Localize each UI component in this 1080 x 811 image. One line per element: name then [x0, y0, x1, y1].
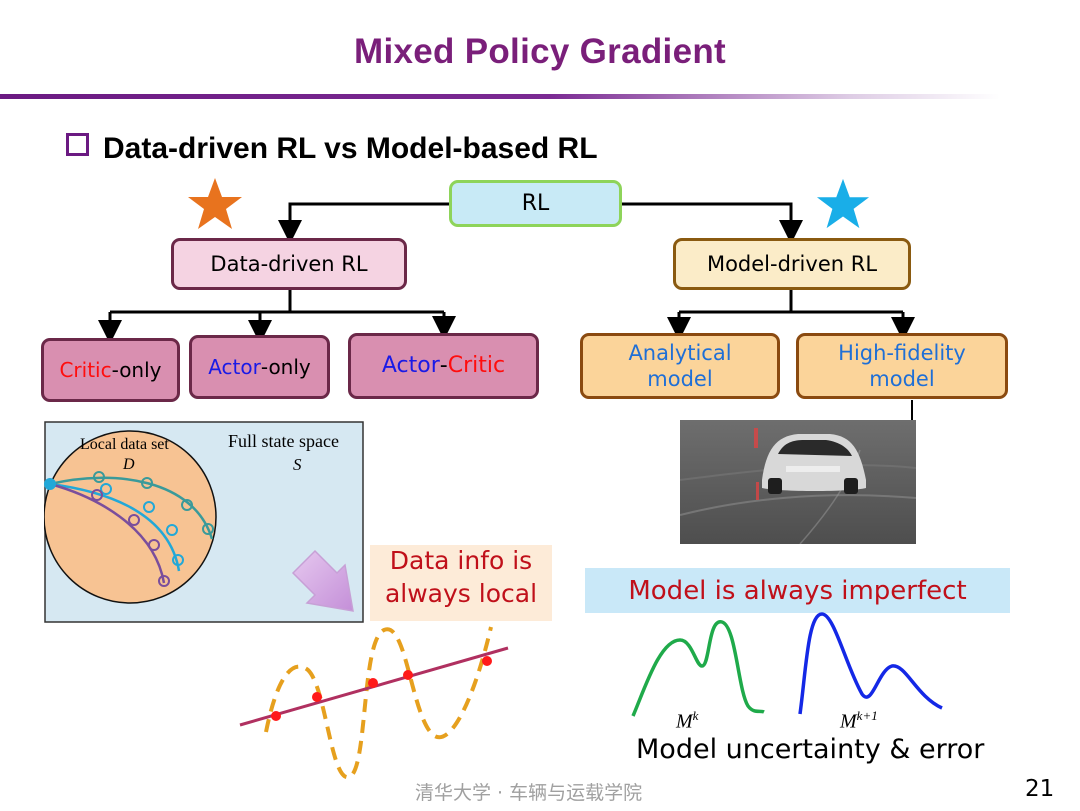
- rl-root-label: RL: [521, 190, 550, 216]
- model-k1-label: Mk+1: [840, 708, 878, 734]
- model-driven-rl-label: Model-driven RL: [706, 251, 878, 276]
- model-driven-rl-node: Model-driven RL: [673, 238, 911, 290]
- star-icon: [816, 178, 870, 229]
- data-info-line2: always local: [384, 578, 538, 608]
- actor-critic-node: Actor-Critic: [348, 333, 539, 399]
- model-k-base: M: [676, 710, 693, 733]
- only-word: -only: [260, 354, 311, 379]
- uncertainty-caption: Model uncertainty & error: [636, 734, 985, 765]
- model-k-label: Mk: [676, 708, 698, 734]
- high-fidelity-line1: High-fidelity: [838, 340, 966, 365]
- section-heading: Data-driven RL vs Model-based RL: [66, 132, 598, 166]
- section-heading-text: Data-driven RL vs Model-based RL: [103, 132, 598, 165]
- rl-root-node: RL: [449, 180, 622, 227]
- checkbox-bullet-icon: [66, 133, 89, 156]
- model-k1-superscript: k+1: [856, 708, 878, 723]
- critic-word: Critic: [59, 357, 112, 382]
- test-vehicle-image: [680, 420, 916, 544]
- arrow-down-right-icon: [291, 549, 354, 612]
- actor-word: Actor: [208, 354, 261, 379]
- actor-word: Actor: [381, 353, 440, 379]
- model-distribution-curves: [631, 612, 943, 717]
- footer-institution: 清华大学 · 车辆与运载学院: [415, 782, 643, 804]
- critic-only-node: Critic-only: [41, 338, 180, 402]
- title-rule: [0, 94, 1000, 99]
- model-imperfect-caption: Model is always imperfect: [585, 568, 1010, 613]
- analytical-line2: model: [647, 367, 713, 391]
- full-state-label: Full state space: [228, 431, 339, 451]
- analytical-line1: Analytical: [628, 340, 732, 365]
- state-space-diagram: [44, 421, 364, 623]
- full-state-symbol: S: [293, 455, 302, 474]
- data-driven-rl-label: Data-driven RL: [210, 251, 368, 276]
- data-info-line1: Data info is: [389, 546, 533, 575]
- actor-only-node: Actor-only: [189, 335, 330, 399]
- data-driven-rl-node: Data-driven RL: [171, 238, 407, 290]
- page-number: 21: [1025, 776, 1055, 802]
- page-title: Mixed Policy Gradient: [354, 32, 726, 71]
- star-icon: [188, 178, 242, 229]
- local-fit-plot: [239, 626, 509, 779]
- dash: -: [439, 353, 448, 379]
- high-fidelity-line2: model: [869, 367, 935, 391]
- only-word: -only: [111, 357, 162, 382]
- local-data-label: Local data set: [80, 436, 169, 453]
- local-data-symbol: D: [123, 456, 135, 473]
- model-k1-base: M: [840, 710, 857, 733]
- model-k-superscript: k: [692, 708, 699, 723]
- data-info-caption: Data info is always local: [370, 545, 552, 621]
- critic-word: Critic: [447, 353, 506, 379]
